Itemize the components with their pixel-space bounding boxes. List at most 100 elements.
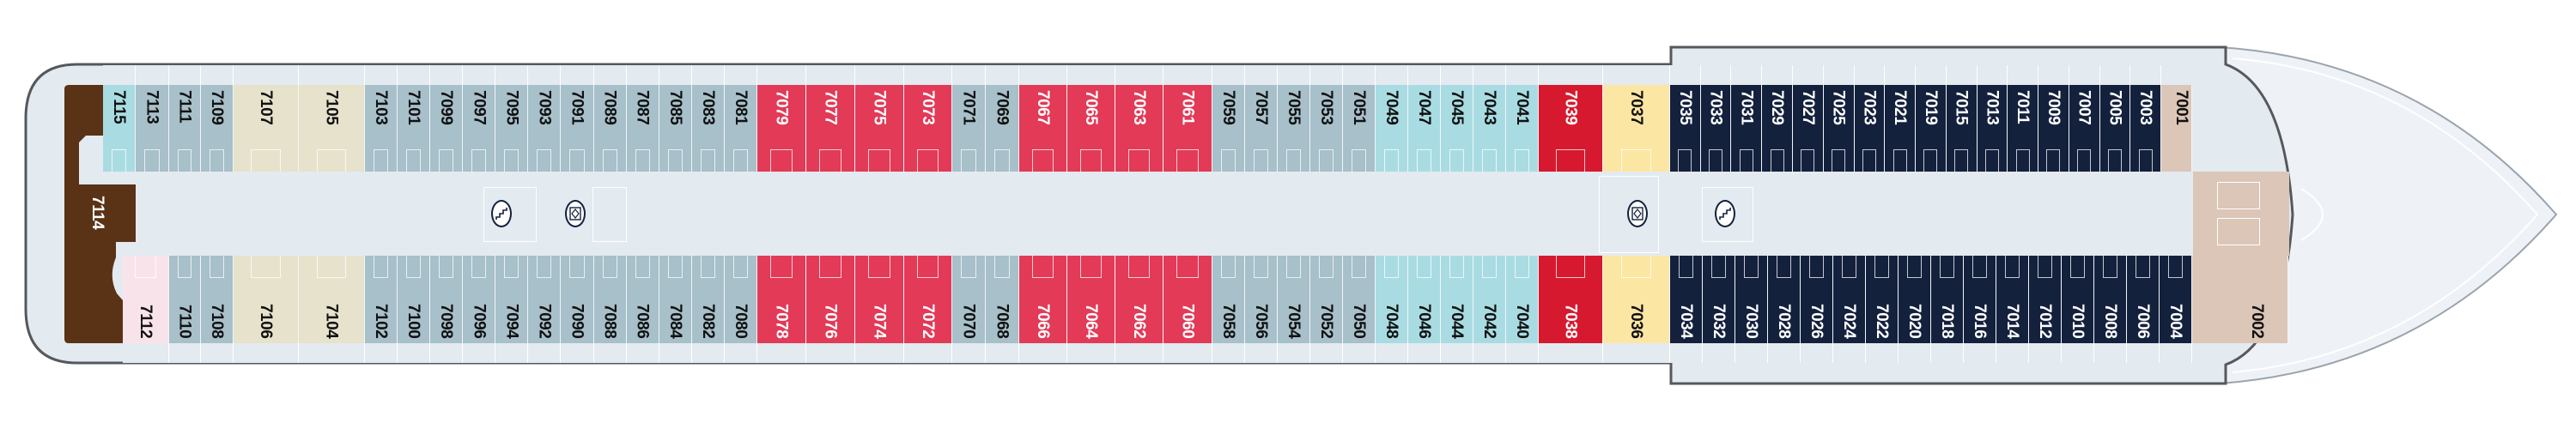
cabin-7103[interactable]: 7103: [365, 85, 398, 172]
cabin-7015[interactable]: 7015: [1946, 85, 1978, 172]
cabin-7093[interactable]: 7093: [528, 85, 562, 172]
cabin-7098[interactable]: 7098: [430, 256, 464, 343]
cabin-7082[interactable]: 7082: [691, 256, 725, 343]
cabin-7099[interactable]: 7099: [430, 85, 464, 172]
cabin-7080[interactable]: 7080: [724, 256, 757, 343]
cabin-7041[interactable]: 7041: [1505, 85, 1539, 172]
cabin-7036[interactable]: 7036: [1602, 256, 1670, 343]
cabin-7030[interactable]: 7030: [1735, 256, 1768, 343]
cabin-7110[interactable]: 7110: [169, 256, 201, 343]
cabin-7006[interactable]: 7006: [2126, 256, 2160, 343]
cabin-7040[interactable]: 7040: [1505, 256, 1539, 343]
cabin-7013[interactable]: 7013: [1977, 85, 2008, 172]
cabin-7112[interactable]: 7112: [123, 256, 169, 343]
cabin-7072[interactable]: 7072: [903, 256, 952, 343]
cabin-7012[interactable]: 7012: [2028, 256, 2062, 343]
cabin-7011[interactable]: 7011: [2008, 85, 2039, 172]
cabin-7034[interactable]: 7034: [1669, 256, 1703, 343]
cabin-7104[interactable]: 7104: [299, 256, 365, 343]
cabin-7028[interactable]: 7028: [1767, 256, 1801, 343]
cabin-7035[interactable]: 7035: [1669, 85, 1701, 172]
cabin-7077[interactable]: 7077: [805, 85, 855, 172]
cabin-7046[interactable]: 7046: [1407, 256, 1441, 343]
cabin-7048[interactable]: 7048: [1375, 256, 1408, 343]
cabin-7073[interactable]: 7073: [903, 85, 952, 172]
cabin-7032[interactable]: 7032: [1702, 256, 1735, 343]
cabin-7014[interactable]: 7014: [1996, 256, 2029, 343]
cabin-7039[interactable]: 7039: [1538, 85, 1603, 172]
cabin-7054[interactable]: 7054: [1277, 256, 1310, 343]
cabin-7109[interactable]: 7109: [201, 85, 234, 172]
cabin-7002[interactable]: 7002: [2191, 256, 2288, 343]
cabin-7089[interactable]: 7089: [593, 85, 627, 172]
cabin-7008[interactable]: 7008: [2093, 256, 2127, 343]
cabin-7083[interactable]: 7083: [691, 85, 725, 172]
cabin-7070[interactable]: 7070: [951, 256, 986, 343]
cabin-7003[interactable]: 7003: [2130, 85, 2162, 172]
cabin-7004[interactable]: 7004: [2159, 256, 2192, 343]
cabin-7027[interactable]: 7027: [1793, 85, 1824, 172]
cabin-7043[interactable]: 7043: [1473, 85, 1506, 172]
cabin-7088[interactable]: 7088: [593, 256, 627, 343]
cabin-7050[interactable]: 7050: [1342, 256, 1376, 343]
cabin-7101[interactable]: 7101: [398, 85, 431, 172]
cabin-7052[interactable]: 7052: [1309, 256, 1343, 343]
cabin-7019[interactable]: 7019: [1916, 85, 1947, 172]
stairs-icon[interactable]: [1715, 200, 1735, 227]
cabin-7087[interactable]: 7087: [626, 85, 659, 172]
cabin-7081[interactable]: 7081: [724, 85, 757, 172]
cabin-7076[interactable]: 7076: [805, 256, 855, 343]
cabin-7010[interactable]: 7010: [2061, 256, 2094, 343]
cabin-7066[interactable]: 7066: [1018, 256, 1067, 343]
cabin-7068[interactable]: 7068: [985, 256, 1019, 343]
cabin-7084[interactable]: 7084: [659, 256, 692, 343]
cabin-7007[interactable]: 7007: [2069, 85, 2100, 172]
cabin-7061[interactable]: 7061: [1163, 85, 1212, 172]
cabin-7105[interactable]: 7105: [299, 85, 365, 172]
cabin-7037[interactable]: 7037: [1602, 85, 1670, 172]
cabin-7079[interactable]: 7079: [756, 85, 806, 172]
cabin-7026[interactable]: 7026: [1800, 256, 1833, 343]
elevator-icon[interactable]: [565, 200, 586, 227]
cabin-7108[interactable]: 7108: [201, 256, 234, 343]
cabin-7022[interactable]: 7022: [1865, 256, 1899, 343]
cabin-7018[interactable]: 7018: [1930, 256, 1964, 343]
cabin-7038[interactable]: 7038: [1538, 256, 1603, 343]
cabin-7060[interactable]: 7060: [1163, 256, 1212, 343]
cabin-7023[interactable]: 7023: [1854, 85, 1886, 172]
cabin-7053[interactable]: 7053: [1309, 85, 1343, 172]
cabin-7069[interactable]: 7069: [985, 85, 1019, 172]
cabin-7094[interactable]: 7094: [495, 256, 529, 343]
cabin-7092[interactable]: 7092: [528, 256, 562, 343]
stairs-icon[interactable]: [491, 200, 512, 227]
cabin-7115[interactable]: 7115: [103, 85, 136, 172]
cabin-7024[interactable]: 7024: [1832, 256, 1866, 343]
elevator-icon[interactable]: [1627, 200, 1648, 227]
cabin-7064[interactable]: 7064: [1066, 256, 1115, 343]
cabin-7111[interactable]: 7111: [169, 85, 201, 172]
cabin-7106[interactable]: 7106: [234, 256, 299, 343]
cabin-7085[interactable]: 7085: [659, 85, 692, 172]
cabin-7020[interactable]: 7020: [1898, 256, 1931, 343]
cabin-7095[interactable]: 7095: [495, 85, 529, 172]
cabin-7047[interactable]: 7047: [1407, 85, 1441, 172]
cabin-7033[interactable]: 7033: [1700, 85, 1732, 172]
cabin-7097[interactable]: 7097: [463, 85, 496, 172]
cabin-7091[interactable]: 7091: [561, 85, 594, 172]
cabin-7029[interactable]: 7029: [1762, 85, 1793, 172]
cabin-7059[interactable]: 7059: [1212, 85, 1245, 172]
cabin-7025[interactable]: 7025: [1823, 85, 1855, 172]
cabin-7021[interactable]: 7021: [1885, 85, 1917, 172]
cabin-7058[interactable]: 7058: [1212, 256, 1245, 343]
cabin-7065[interactable]: 7065: [1066, 85, 1115, 172]
cabin-7005[interactable]: 7005: [2099, 85, 2131, 172]
cabin-7102[interactable]: 7102: [365, 256, 398, 343]
cabin-7045[interactable]: 7045: [1440, 85, 1473, 172]
cabin-7062[interactable]: 7062: [1115, 256, 1163, 343]
cabin-7001[interactable]: 7001: [2161, 85, 2192, 172]
cabin-7016[interactable]: 7016: [1963, 256, 1996, 343]
cabin-7074[interactable]: 7074: [854, 256, 904, 343]
cabin-7051[interactable]: 7051: [1342, 85, 1376, 172]
cabin-7100[interactable]: 7100: [398, 256, 431, 343]
